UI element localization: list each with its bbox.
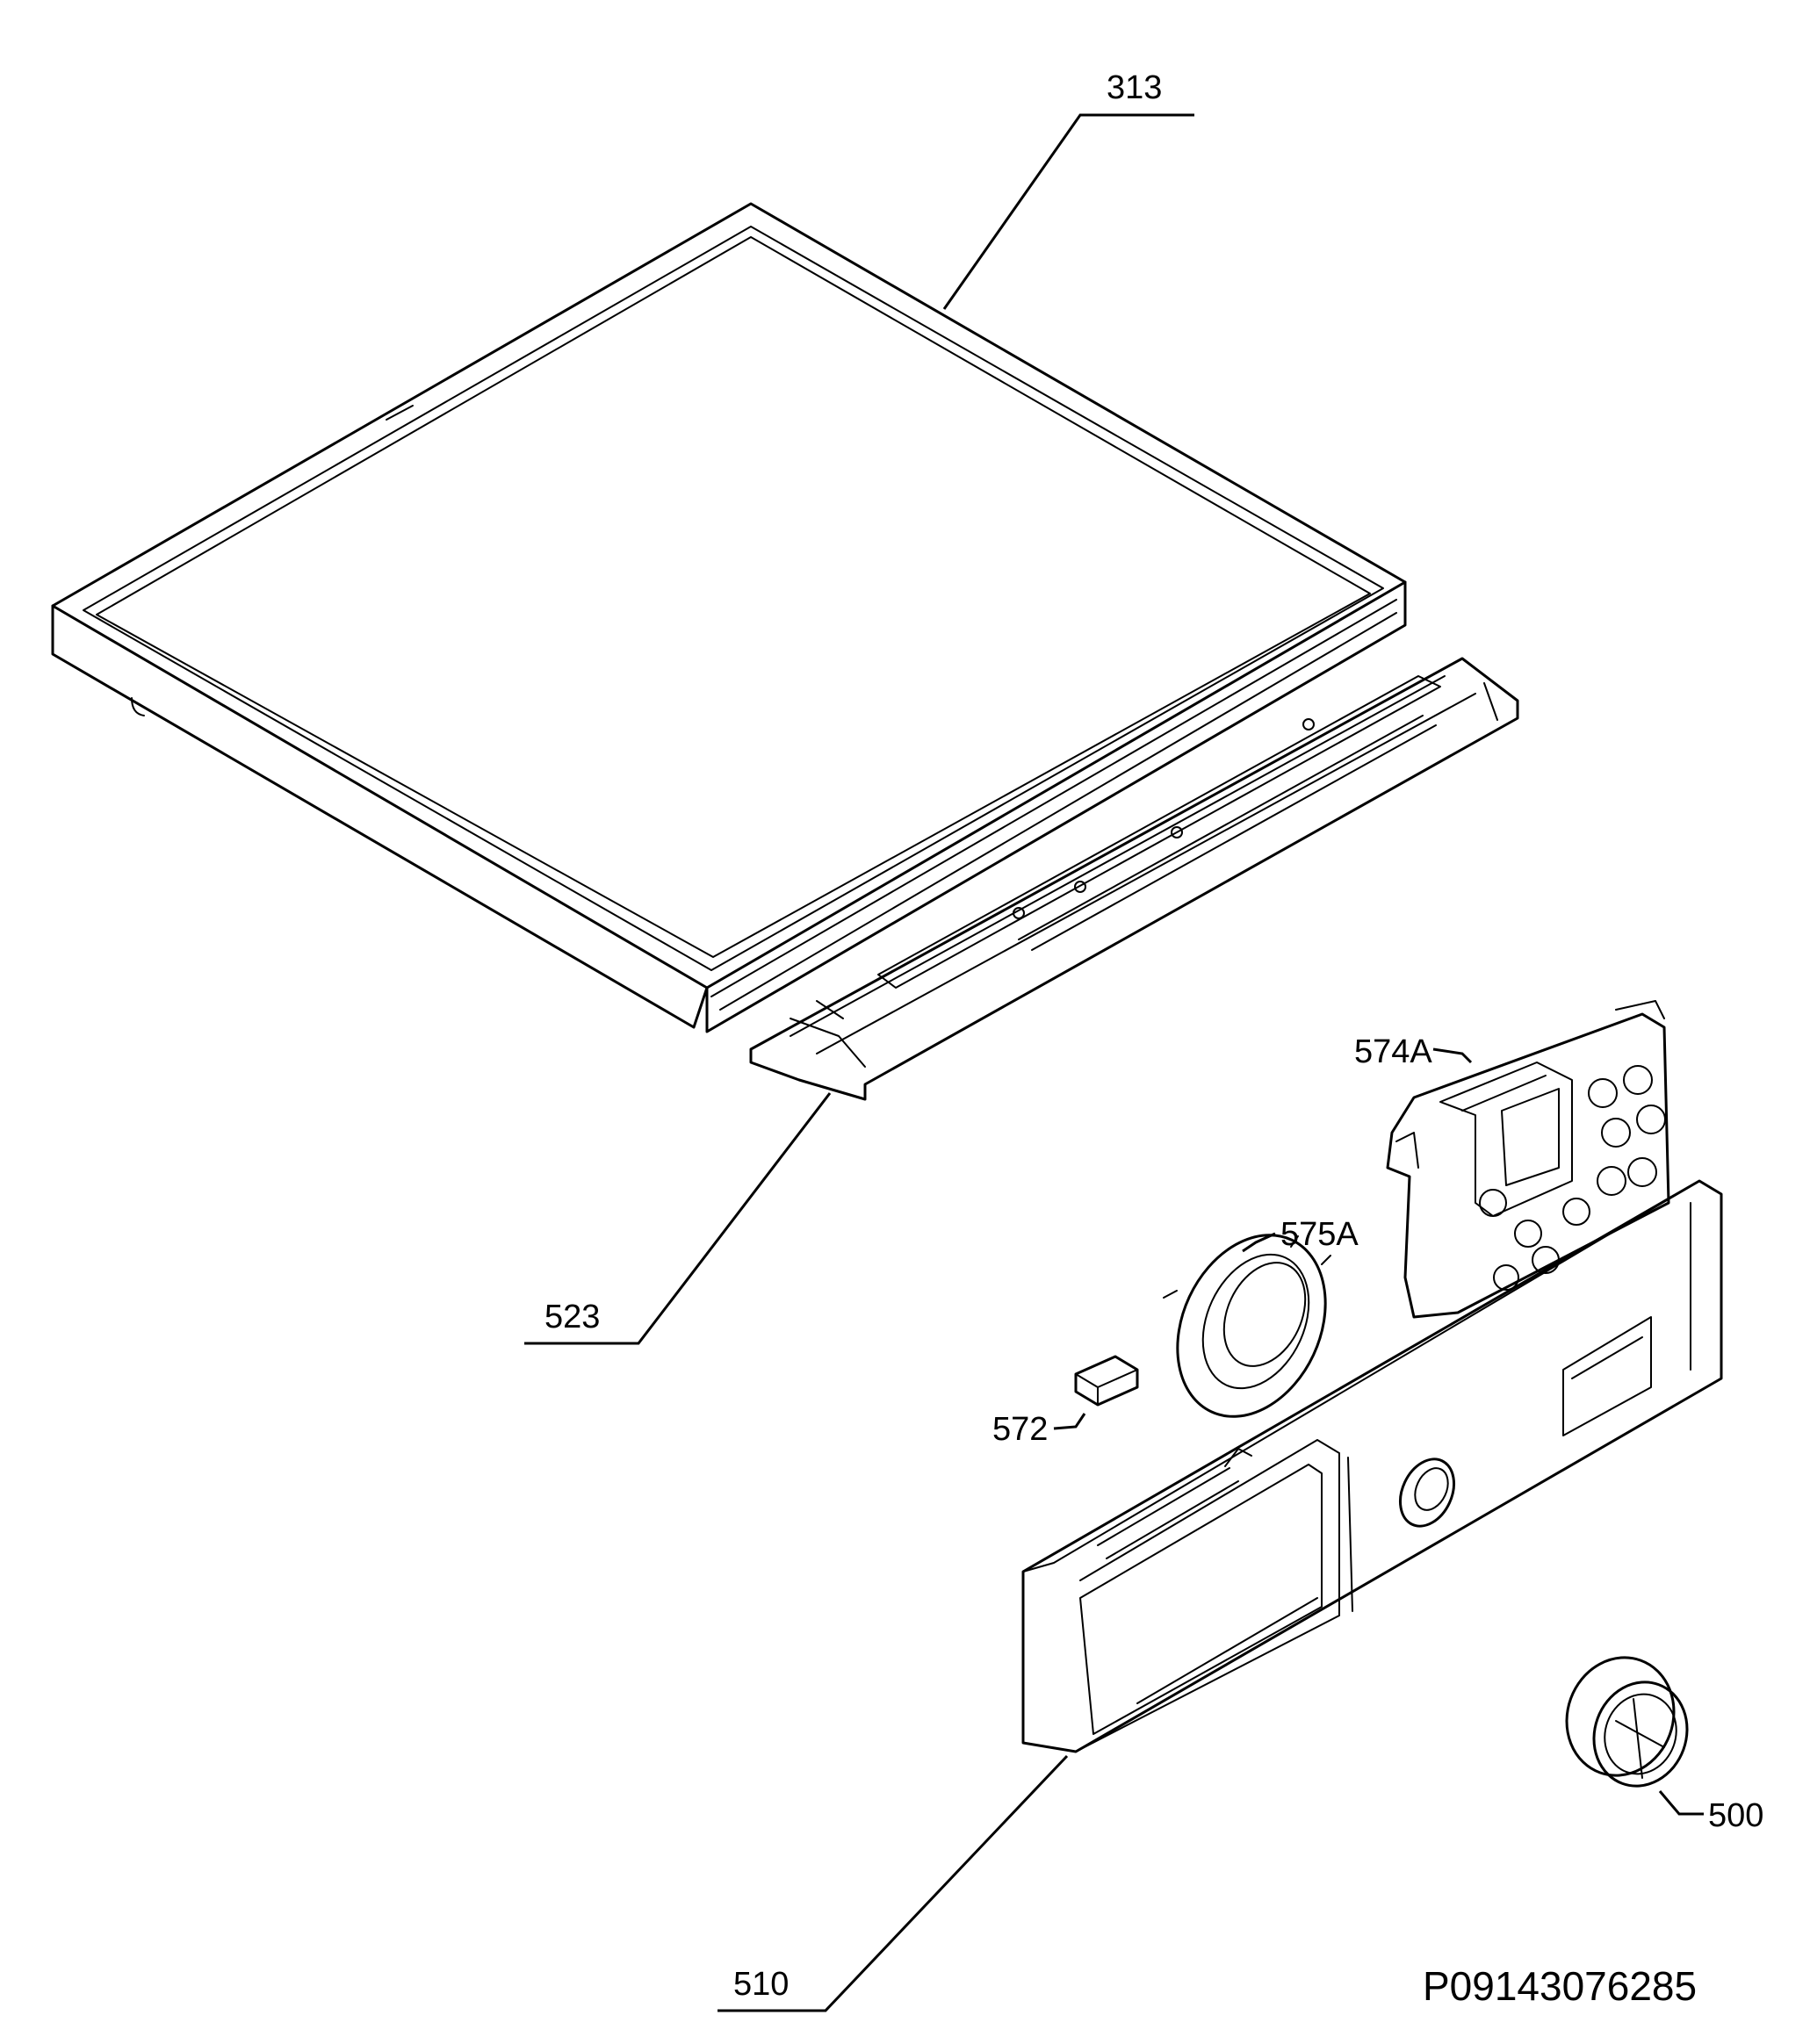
leader-572 [1053, 1413, 1086, 1430]
part-575a-ring [1163, 1234, 1331, 1418]
label-523: 523 [544, 1299, 600, 1335]
leader-575a [1242, 1232, 1276, 1253]
part-574a-control-board [1386, 1000, 1670, 1319]
leader-313 [942, 113, 1194, 310]
part-523-rail-bracket [749, 657, 1519, 1101]
part-510-control-panel [1021, 1179, 1723, 1753]
label-574a: 574A [1354, 1033, 1432, 1070]
label-572: 572 [992, 1411, 1048, 1448]
label-313: 313 [1107, 69, 1162, 106]
leader-523 [524, 1092, 832, 1345]
leader-574a [1432, 1047, 1473, 1064]
label-510: 510 [733, 1966, 789, 2003]
label-500: 500 [1708, 1797, 1763, 1834]
part-500-knob [1565, 1656, 1689, 1788]
part-313-top-cover [51, 202, 1407, 1033]
leader-510 [718, 1754, 1069, 2012]
leader-500 [1658, 1790, 1704, 1816]
label-575a: 575A [1280, 1216, 1359, 1253]
part-572-button [1074, 1355, 1139, 1407]
document-id: P09143076285 [1423, 1963, 1697, 2009]
